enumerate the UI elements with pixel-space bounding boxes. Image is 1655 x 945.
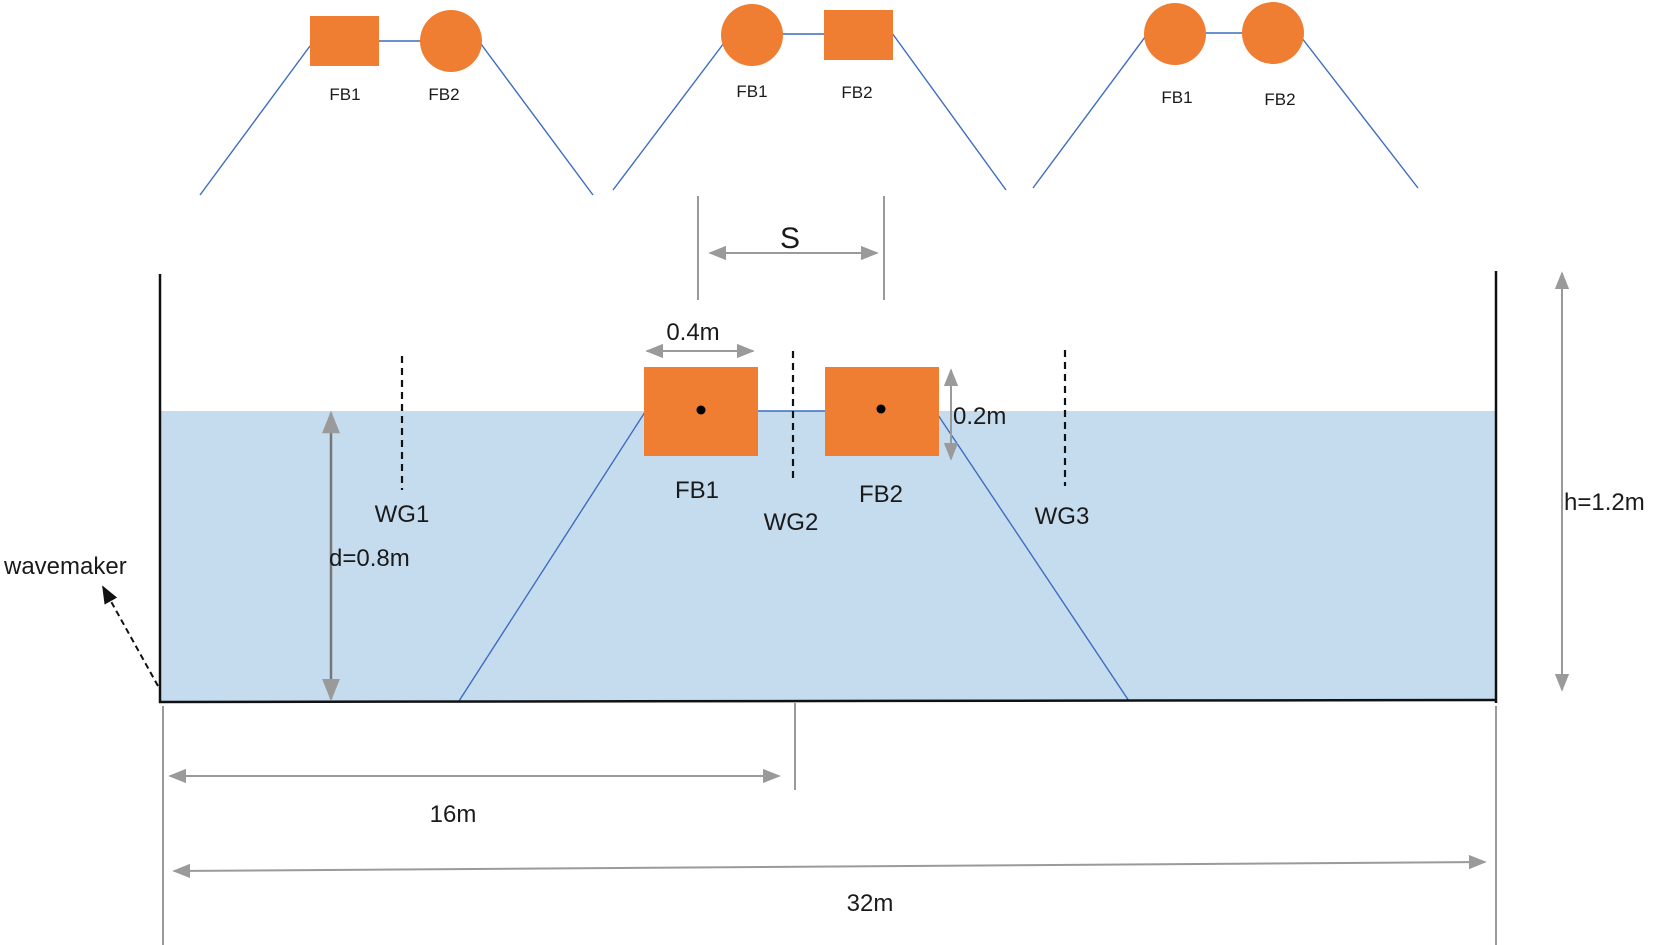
config-1-label-1: FB1 [329, 85, 360, 104]
mooring-line [1032, 32, 1149, 189]
half-length-label: 16m [430, 801, 477, 828]
mooring-line [891, 32, 1007, 191]
float-square [824, 10, 893, 60]
config-3: FB1 FB2 [1032, 2, 1419, 189]
fb1-centre-dot [696, 405, 706, 415]
config-3-label-2: FB2 [1264, 90, 1295, 109]
full-length-label: 32m [847, 890, 894, 917]
wavemaker-arrow [102, 585, 159, 687]
wavemaker-label: wavemaker [3, 553, 127, 580]
mooring-line-left [458, 411, 646, 702]
float-square [310, 16, 379, 66]
float-circle [1242, 2, 1304, 64]
mooring-line [199, 45, 311, 196]
config-1-label-2: FB2 [428, 85, 459, 104]
config-3-label-1: FB1 [1161, 88, 1192, 107]
wg3-label: WG3 [1035, 503, 1090, 530]
float-circle [1144, 3, 1206, 65]
wg2-label: WG2 [764, 509, 819, 536]
fb2-label: FB2 [859, 481, 903, 508]
mooring-line [477, 39, 594, 196]
spacing-label: S [780, 222, 800, 255]
tank-height-label: h=1.2m [1564, 489, 1645, 516]
float-width-label: 0.4m [666, 319, 719, 346]
tank-floor [158, 698, 1498, 704]
config-2-label-1: FB1 [736, 82, 767, 101]
config-2-label-2: FB2 [841, 83, 872, 102]
full-length-arrow [172, 854, 1487, 879]
float-circle [721, 4, 783, 66]
config-2: FB1 FB2 [612, 4, 1007, 191]
mooring-line [612, 34, 731, 191]
mooring-line-right [935, 411, 1130, 702]
float-circle [420, 10, 482, 72]
fb2-centre-dot [876, 404, 886, 414]
water [161, 411, 1495, 701]
fb1-label: FB1 [675, 477, 719, 504]
float-height-label: 0.2m [953, 403, 1006, 430]
mooring-line [1297, 32, 1419, 189]
config-1: FB1 FB2 [199, 10, 594, 196]
water-depth-label: d=0.8m [329, 545, 410, 572]
spacing-dimension: S [697, 196, 885, 300]
wg1-label: WG1 [375, 501, 430, 528]
